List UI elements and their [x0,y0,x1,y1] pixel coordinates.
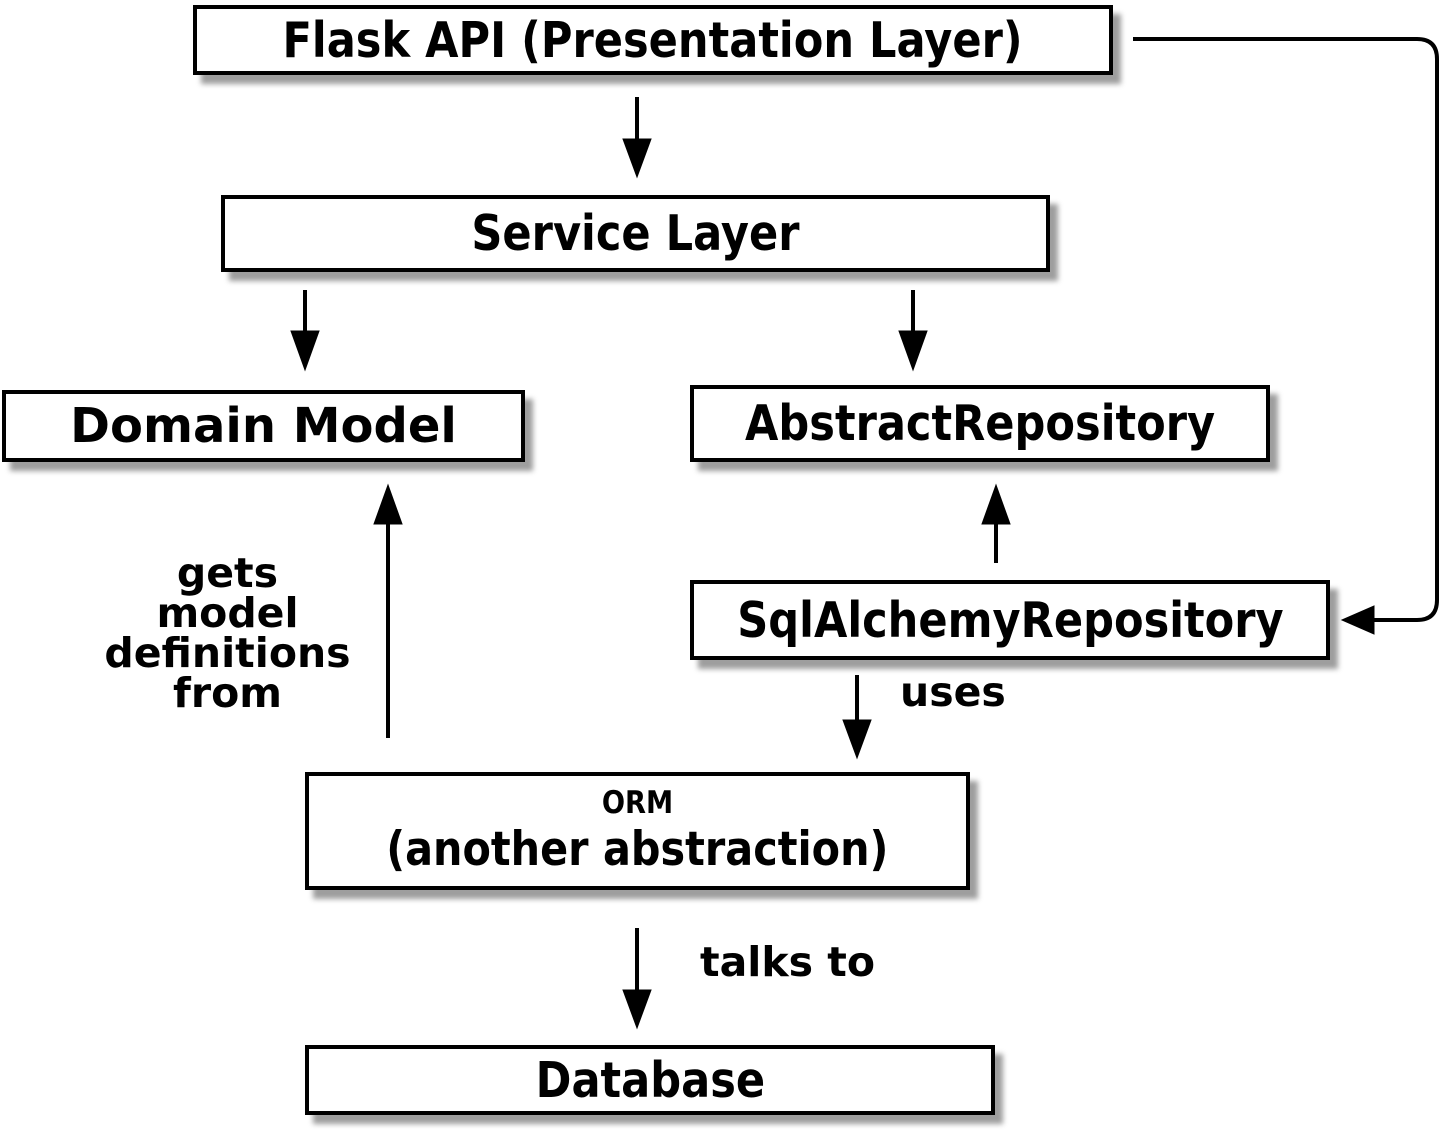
node-orm-label-line1: ORM [601,785,674,821]
arrow-orm-to-database [622,928,652,1030]
arrow-service-to-domain-model [290,290,320,372]
node-domain-model-label: Domain Model [70,398,457,454]
edge-label-gets-model-definitions-from: gets model definitions from [104,549,351,717]
node-sqlalchemy-repository: SqlAlchemyRepository [690,580,1330,660]
node-sqlalchemy-repository-label: SqlAlchemyRepository [736,591,1284,649]
node-flask-api-label: Flask API (Presentation Layer) [282,11,1024,69]
arrow-sqlalchemy-to-abstract-repository [981,483,1011,563]
arrow-service-to-abstract-repository [898,290,928,372]
edge-label-uses: uses [900,668,1006,716]
arrow-orm-to-domain-model [373,483,403,738]
arrow-flask-to-sqlalchemy [1133,37,1439,635]
edge-label-talks-to: talks to [700,938,876,986]
node-database: Database [305,1045,995,1115]
node-abstract-repository-label: AbstractRepository [744,395,1216,452]
node-domain-model: Domain Model [2,390,525,462]
node-database-label: Database [535,1051,765,1109]
node-orm: ORM (another abstraction) [305,772,970,890]
node-flask-api: Flask API (Presentation Layer) [193,5,1113,75]
arrow-flask-to-service [622,97,652,179]
node-service-layer: Service Layer [221,195,1050,272]
node-abstract-repository: AbstractRepository [690,385,1270,462]
node-orm-label-line2: (another abstraction) [386,822,889,877]
arrow-sqlalchemy-to-orm [842,675,872,760]
node-service-layer-label: Service Layer [471,205,800,262]
